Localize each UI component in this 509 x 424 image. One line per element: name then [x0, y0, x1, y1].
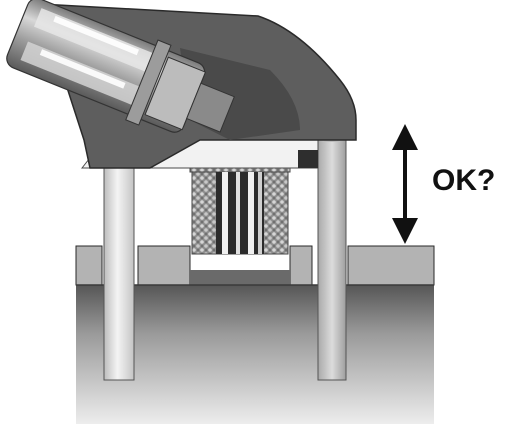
ok-question-label: OK? — [432, 164, 496, 197]
right-pin — [317, 109, 347, 381]
angled-connector — [6, 0, 357, 169]
base-block — [75, 245, 435, 424]
double-headed-vertical-arrow — [392, 124, 418, 244]
